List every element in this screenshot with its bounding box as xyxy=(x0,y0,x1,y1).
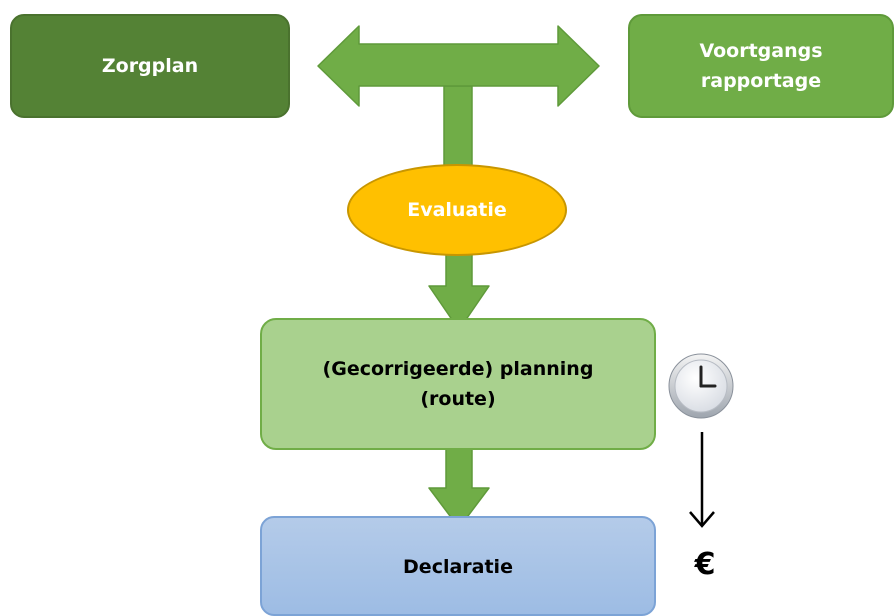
clock-icon xyxy=(668,353,734,419)
declaratie-label: Declaratie xyxy=(403,556,513,578)
planning-label-line1: (Gecorrigeerde) planning xyxy=(322,358,594,380)
planning-box: (Gecorrigeerde) planning (route) xyxy=(260,318,656,450)
voortgang-label-line2: rapportage xyxy=(700,70,822,92)
vertical-connector xyxy=(443,85,473,173)
zorgplan-box: Zorgplan xyxy=(10,14,290,118)
voortgang-label-line1: Voortgangs xyxy=(699,40,823,62)
declaratie-box: Declaratie xyxy=(260,516,656,616)
arrow-to-planning xyxy=(428,251,490,331)
evaluatie-ellipse: Evaluatie xyxy=(347,164,567,256)
evaluatie-label: Evaluatie xyxy=(407,199,507,221)
zorgplan-label: Zorgplan xyxy=(101,55,199,77)
planning-label-line2: (route) xyxy=(420,388,496,410)
euro-symbol: € xyxy=(694,547,716,582)
voortgangsrapportage-box: Voortgangs rapportage xyxy=(628,14,894,118)
double-arrow xyxy=(317,25,600,107)
flow-diagram xyxy=(317,25,734,529)
time-to-money-arrow xyxy=(689,432,715,528)
